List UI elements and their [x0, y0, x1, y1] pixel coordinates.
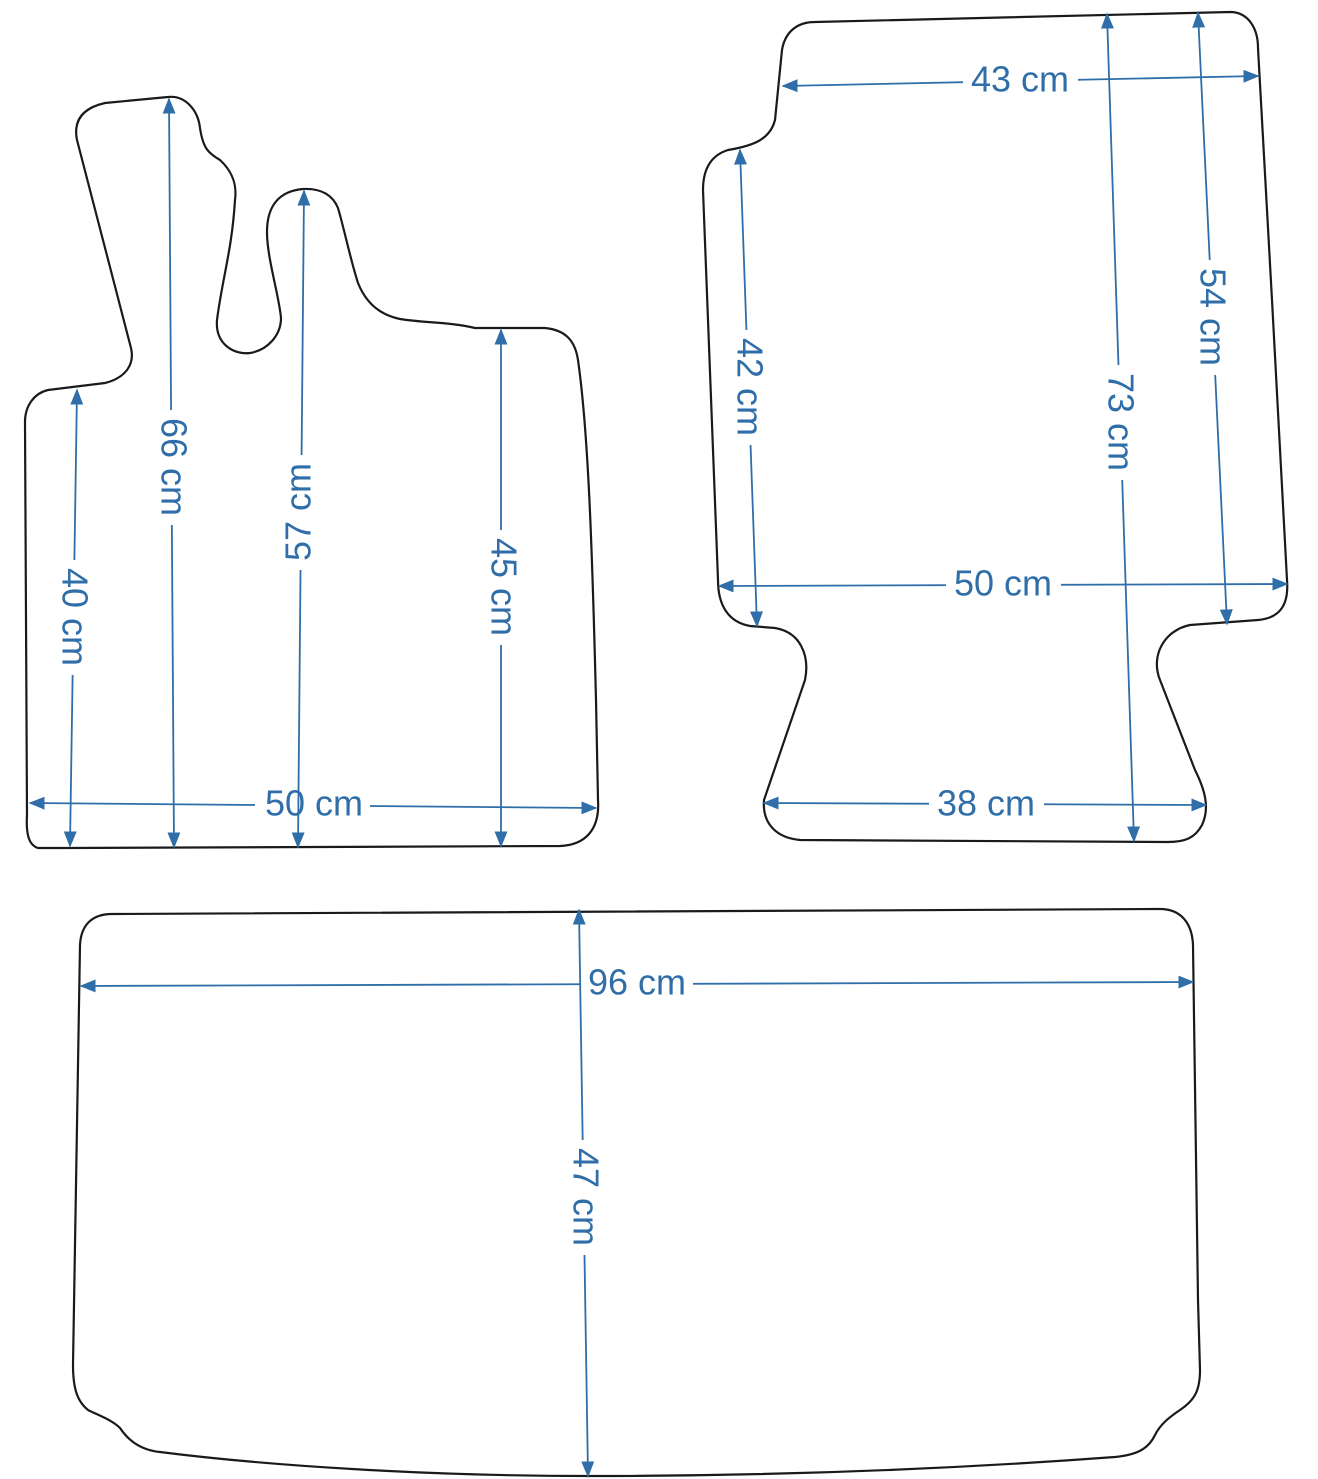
passenger-mat: 43 cm 50 cm 38 cm 42 cm 73 cm 54 cm	[701, 10, 1289, 844]
driver-pedal-height-label: 66 cm	[153, 418, 194, 516]
driver-middle-height-label: 57 cm	[278, 463, 319, 561]
driver-width-label: 50 cm	[265, 783, 363, 824]
rear-width-label: 96 cm	[588, 962, 686, 1003]
rear-height-label: 47 cm	[565, 1148, 606, 1246]
driver-left-height-label: 40 cm	[54, 568, 95, 666]
passenger-middle-width-label: 50 cm	[954, 563, 1052, 604]
rear-mat: 96 cm 47 cm	[71, 907, 1202, 1478]
passenger-total-height-label: 73 cm	[1100, 373, 1141, 471]
driver-mat: 50 cm 40 cm 66 cm 57 cm 45 cm	[23, 95, 600, 850]
rear-mat-outline	[71, 907, 1202, 1478]
passenger-mat-outline	[701, 10, 1289, 844]
passenger-left-height-label: 42 cm	[729, 338, 770, 436]
passenger-right-height-label: 54 cm	[1192, 268, 1233, 366]
passenger-bottom-width-label: 38 cm	[937, 783, 1035, 824]
driver-right-height-label: 45 cm	[483, 538, 524, 636]
passenger-top-width-label: 43 cm	[971, 59, 1069, 100]
